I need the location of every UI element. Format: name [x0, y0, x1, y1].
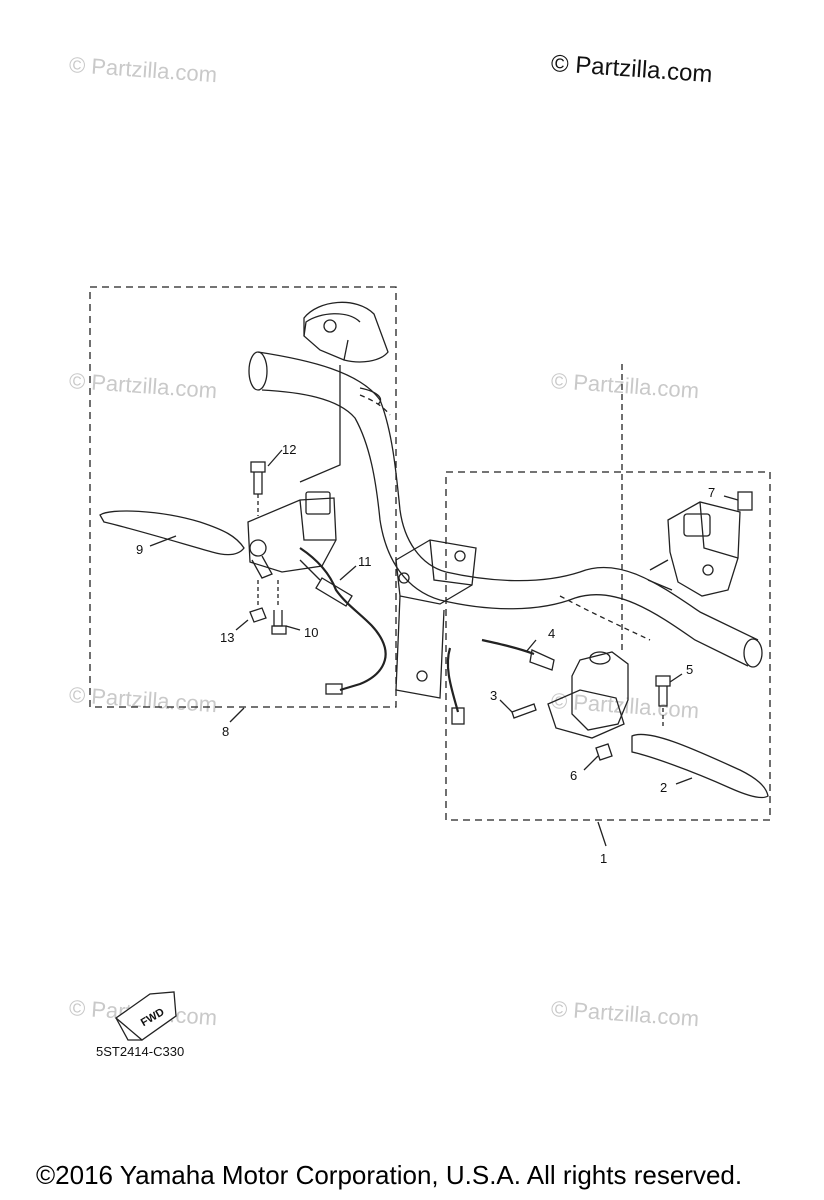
- leader-2: [675, 777, 693, 785]
- brake-lever-holder: [547, 364, 629, 739]
- clutch-lever: [99, 510, 245, 556]
- leader-10: [285, 625, 301, 631]
- callout-2: 2: [660, 780, 667, 795]
- clutch-switch-11: [299, 559, 353, 607]
- diagram-code: 5ST2414-C330: [96, 1044, 185, 1059]
- callout-4: 4: [548, 626, 555, 641]
- forward-arrow-icon: FWD: [114, 991, 177, 1041]
- leader-9: [149, 535, 177, 547]
- callout-7: 7: [708, 485, 715, 500]
- right-switch-housing: [647, 501, 741, 597]
- nut-6: [595, 743, 613, 761]
- leader-13: [235, 619, 249, 631]
- callout-12: 12: [282, 442, 296, 457]
- callout-8: 8: [222, 724, 229, 739]
- callout-13: 13: [220, 630, 234, 645]
- bolt-10: [271, 580, 287, 635]
- left-switch-upper-housing: [303, 301, 389, 363]
- callout-6: 6: [570, 768, 577, 783]
- bolt-12: [250, 461, 266, 516]
- brake-lever: [631, 733, 769, 799]
- group-box-8: [89, 286, 397, 708]
- leader-line: [299, 365, 341, 483]
- callout-11: 11: [358, 554, 372, 569]
- leader-12: [267, 449, 283, 467]
- brake-switch-cable-4: [481, 638, 555, 671]
- leader-7: [723, 495, 739, 501]
- callout-3: 3: [490, 688, 497, 703]
- leader-11: [339, 565, 357, 581]
- group-box-1: [445, 471, 771, 821]
- handlebar-clamp: [395, 539, 477, 699]
- leader-4: [525, 639, 537, 653]
- left-lever-holder: [247, 491, 337, 579]
- callout-5: 5: [686, 662, 693, 677]
- callout-10: 10: [304, 625, 318, 640]
- bolt-5: [655, 675, 671, 728]
- leader-3: [499, 699, 513, 713]
- wiring-harness: [299, 387, 465, 725]
- part-7-cap: [737, 491, 753, 511]
- nut-13: [249, 580, 267, 623]
- leader-1: [597, 821, 607, 847]
- copyright-notice: ©2016 Yamaha Motor Corporation, U.S.A. A…: [36, 1160, 743, 1190]
- callout-9: 9: [136, 542, 143, 557]
- callout-1: 1: [600, 851, 607, 866]
- leader-6: [583, 755, 599, 771]
- screw-3: [511, 703, 537, 719]
- leader-5: [669, 673, 683, 683]
- leader-8: [229, 707, 245, 723]
- handlebar: [248, 351, 763, 668]
